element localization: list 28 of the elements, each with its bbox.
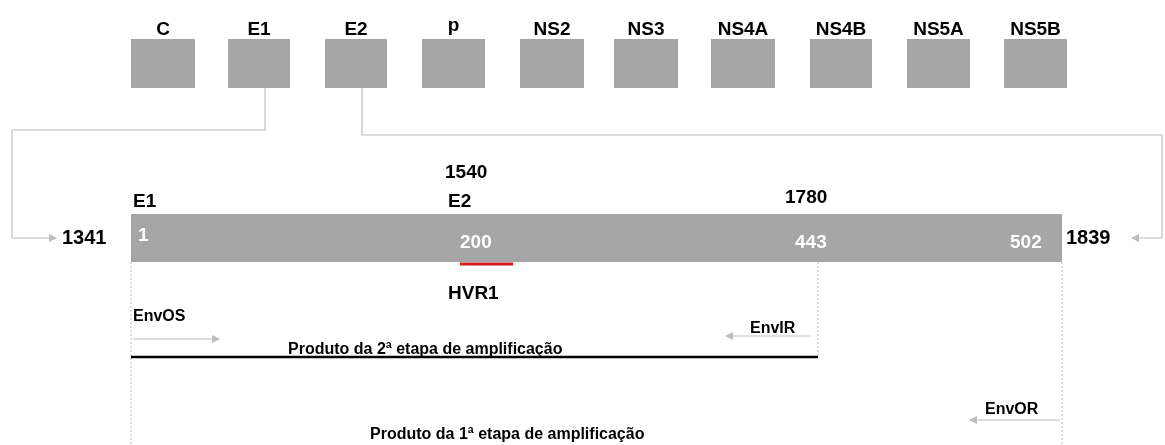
gene-label: C xyxy=(155,18,171,40)
gene-label: E1 xyxy=(246,18,272,40)
gene-label: NS2 xyxy=(532,18,572,40)
gene-label: NS4B xyxy=(814,18,868,40)
annotation-label: EnvOR xyxy=(985,399,1039,419)
gene-label: NS5B xyxy=(1009,18,1062,40)
annotation-label: EnvIR xyxy=(750,318,796,338)
annotation-label: EnvOS xyxy=(133,306,186,326)
annotation-label: 1780 xyxy=(785,186,828,208)
annotation-label: E1 xyxy=(133,190,157,212)
annotation-label: Produto da 2ª etapa de amplificação xyxy=(288,339,563,359)
position-number: 1 xyxy=(138,224,149,246)
position-number: 443 xyxy=(795,231,827,253)
annotation-label: Produto da 1ª etapa de amplificação xyxy=(370,424,645,444)
connector-arrow xyxy=(11,87,266,242)
annotation-label: HVR1 xyxy=(448,282,499,304)
gene-label: NS5A xyxy=(912,18,965,40)
position-number: 502 xyxy=(1010,231,1042,253)
annotation-label: E2 xyxy=(448,190,472,212)
position-number: 1839 xyxy=(1066,226,1111,248)
gene-label: E2 xyxy=(343,18,369,40)
gene-label: NS3 xyxy=(626,18,666,40)
connector-arrow xyxy=(361,87,1163,242)
annotation-label: 1540 xyxy=(445,161,488,183)
position-number: 200 xyxy=(460,231,492,253)
position-number: 1341 xyxy=(62,226,107,248)
gene-label: NS4A xyxy=(716,18,770,40)
gene-label: p xyxy=(446,14,461,36)
